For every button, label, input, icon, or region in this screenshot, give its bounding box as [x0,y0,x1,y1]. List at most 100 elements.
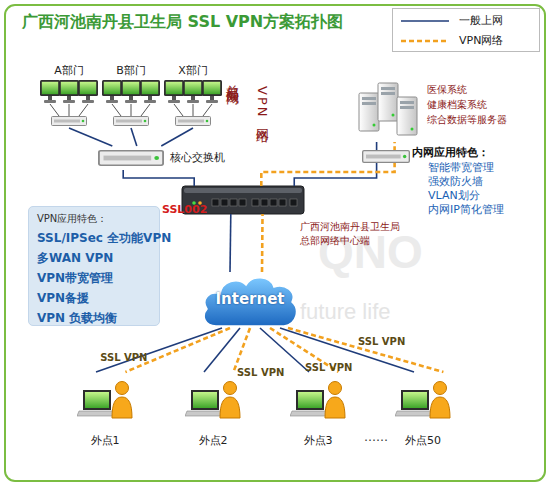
remote-site: 外点50 [393,372,463,450]
switch-icon [363,151,410,163]
link-label: SSL VPN [358,336,405,349]
legend-box: 一般上网 VPN网络 [392,8,540,52]
internet-cloud: Internet [200,272,300,328]
switch-icon [114,117,149,126]
department-label: B部门 [102,64,160,78]
person-icon [325,382,345,419]
remote-site: 外点1 [75,372,145,450]
person-icon [112,382,132,419]
port [221,199,228,206]
computer-icon [202,80,222,103]
laptop-icon [185,390,225,416]
vpn-link [125,328,230,372]
feature-panel: VPN应用特色：SSL/IPSec 全功能VPN多WAN VPNVPN带宽管理V… [28,206,160,326]
network-label: VPN网络 [254,86,270,122]
legend-sample [397,12,453,30]
vpn-link [261,214,264,272]
panel-heading: VPN应用特色： [37,213,107,226]
feature-item: 强效防火墙 [428,175,483,189]
computer-icon [183,80,203,103]
legend-item: VPN网络 [393,32,539,50]
department-label: X部门 [164,64,222,78]
laptop-icon [77,390,117,416]
lan-wire [50,104,88,116]
port [252,199,259,206]
feature-item: VPN备援 [37,291,89,306]
gateway-highlight [184,188,302,193]
site-label: 外点3 [288,434,348,448]
computer-icon [140,80,160,103]
site-label: 外点50 [393,434,453,448]
server-icon [359,93,379,131]
department-group: B部门 [102,64,160,128]
feature-item: 内网IP简化管理 [428,203,504,217]
network-link [229,214,231,272]
link-label: SSL VPN [100,351,147,364]
site-label: 外点2 [183,434,243,448]
network-link [161,128,193,146]
server-icon [378,83,398,121]
network-link [294,142,376,186]
feature-item: VLAN划分 [428,189,480,203]
network-link [131,128,137,146]
cloud-label: Internet [200,290,300,309]
port [212,199,219,206]
ellipsis: …… [364,430,388,445]
vpn-link [261,142,394,186]
feature-item: VPN 负载均衡 [37,311,117,326]
site-label: 外点1 [75,434,135,448]
port [279,199,286,206]
outer-frame [5,5,545,481]
port [270,199,277,206]
computer-icon [78,80,98,103]
watermark: future life [300,298,391,326]
port [261,199,268,206]
lan-wire [174,104,212,116]
network-label: 总部局域网 [224,74,240,84]
port [230,199,237,206]
legend-text: VPN网络 [459,34,503,48]
core-switch: 核心交换机 [96,146,232,170]
computer-icon [164,80,184,103]
server-icon [397,97,417,135]
computer-icon [59,80,79,103]
network-link [96,328,222,372]
link-label: SSL VPN [237,367,284,380]
remote-site: 外点3 [288,372,358,450]
switch-label: 核心交换机 [170,151,225,165]
feature-item: SSL/IPSec 全功能VPN [37,231,171,246]
department-label: A部门 [40,64,98,78]
site-label: 广西河池南丹县卫生局 总部网络中心端 [300,220,406,248]
network-link [69,128,112,146]
feature-item: 智能带宽管理 [428,161,494,175]
server-label: 医保系统 健康档案系统 综合数据等服务器 [427,82,519,127]
legend-sample [397,32,453,50]
legend-item: 一般上网 [393,12,539,30]
switch-icon [176,117,211,126]
port [239,199,246,206]
laptop-icon [290,390,330,416]
legend-line [401,40,449,43]
computer-icon [102,80,122,103]
person-icon [220,382,240,419]
vpn-link [233,328,250,372]
server-group: 医保系统 健康档案系统 综合数据等服务器 [355,80,535,142]
lan-wire [112,104,150,116]
feature-heading: 内网应用特色： [412,146,489,160]
department-group: X部门 [164,64,222,128]
watermark: QNO [318,224,423,282]
laptop-icon [395,390,435,416]
switch-icon [52,117,87,126]
legend-text: 一般上网 [459,14,503,28]
remote-site: 外点2 [183,372,253,450]
vpn-gateway: SSL002广西河池南丹县卫生局 总部网络中心端 [182,186,304,214]
person-icon [430,382,450,419]
feature-item: VPN带宽管理 [37,271,113,286]
legend-line [401,20,449,22]
diagram-title: 广西河池南丹县卫生局 SSL VPN方案拓扑图 [22,12,343,32]
link-label: SSL VPN [305,362,352,375]
gateway-ports [212,199,297,206]
computer-icon [121,80,141,103]
port [290,199,297,206]
network-link [123,170,194,186]
